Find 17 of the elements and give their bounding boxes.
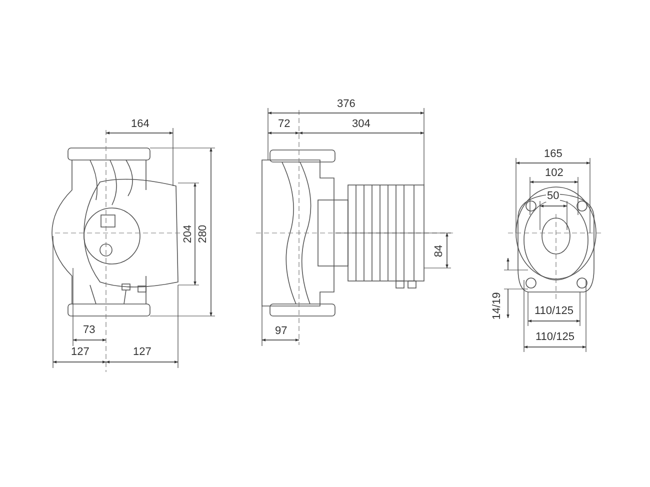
dimension-label: 280: [197, 224, 210, 244]
dimension-label: 102: [544, 167, 564, 179]
dimension-label: 72: [277, 118, 292, 130]
dimension-label: 14/19: [490, 291, 503, 321]
dimension-label: 165: [543, 148, 564, 160]
dimension-label: 304: [351, 118, 372, 130]
dimension-label: 127: [70, 346, 90, 358]
dimension-label: 376: [336, 98, 356, 110]
dimension-label: 50: [546, 190, 560, 202]
dimension-label: 164: [130, 118, 150, 130]
dimension-label: 110/125: [534, 331, 576, 343]
dimension-label: 84: [433, 244, 446, 258]
dimension-label: 97: [274, 325, 288, 337]
dimension-label: 127: [132, 346, 152, 358]
dimension-label: 204: [182, 224, 194, 244]
dimension-label: 110/125: [534, 305, 574, 317]
dimension-label: 73: [82, 324, 96, 336]
